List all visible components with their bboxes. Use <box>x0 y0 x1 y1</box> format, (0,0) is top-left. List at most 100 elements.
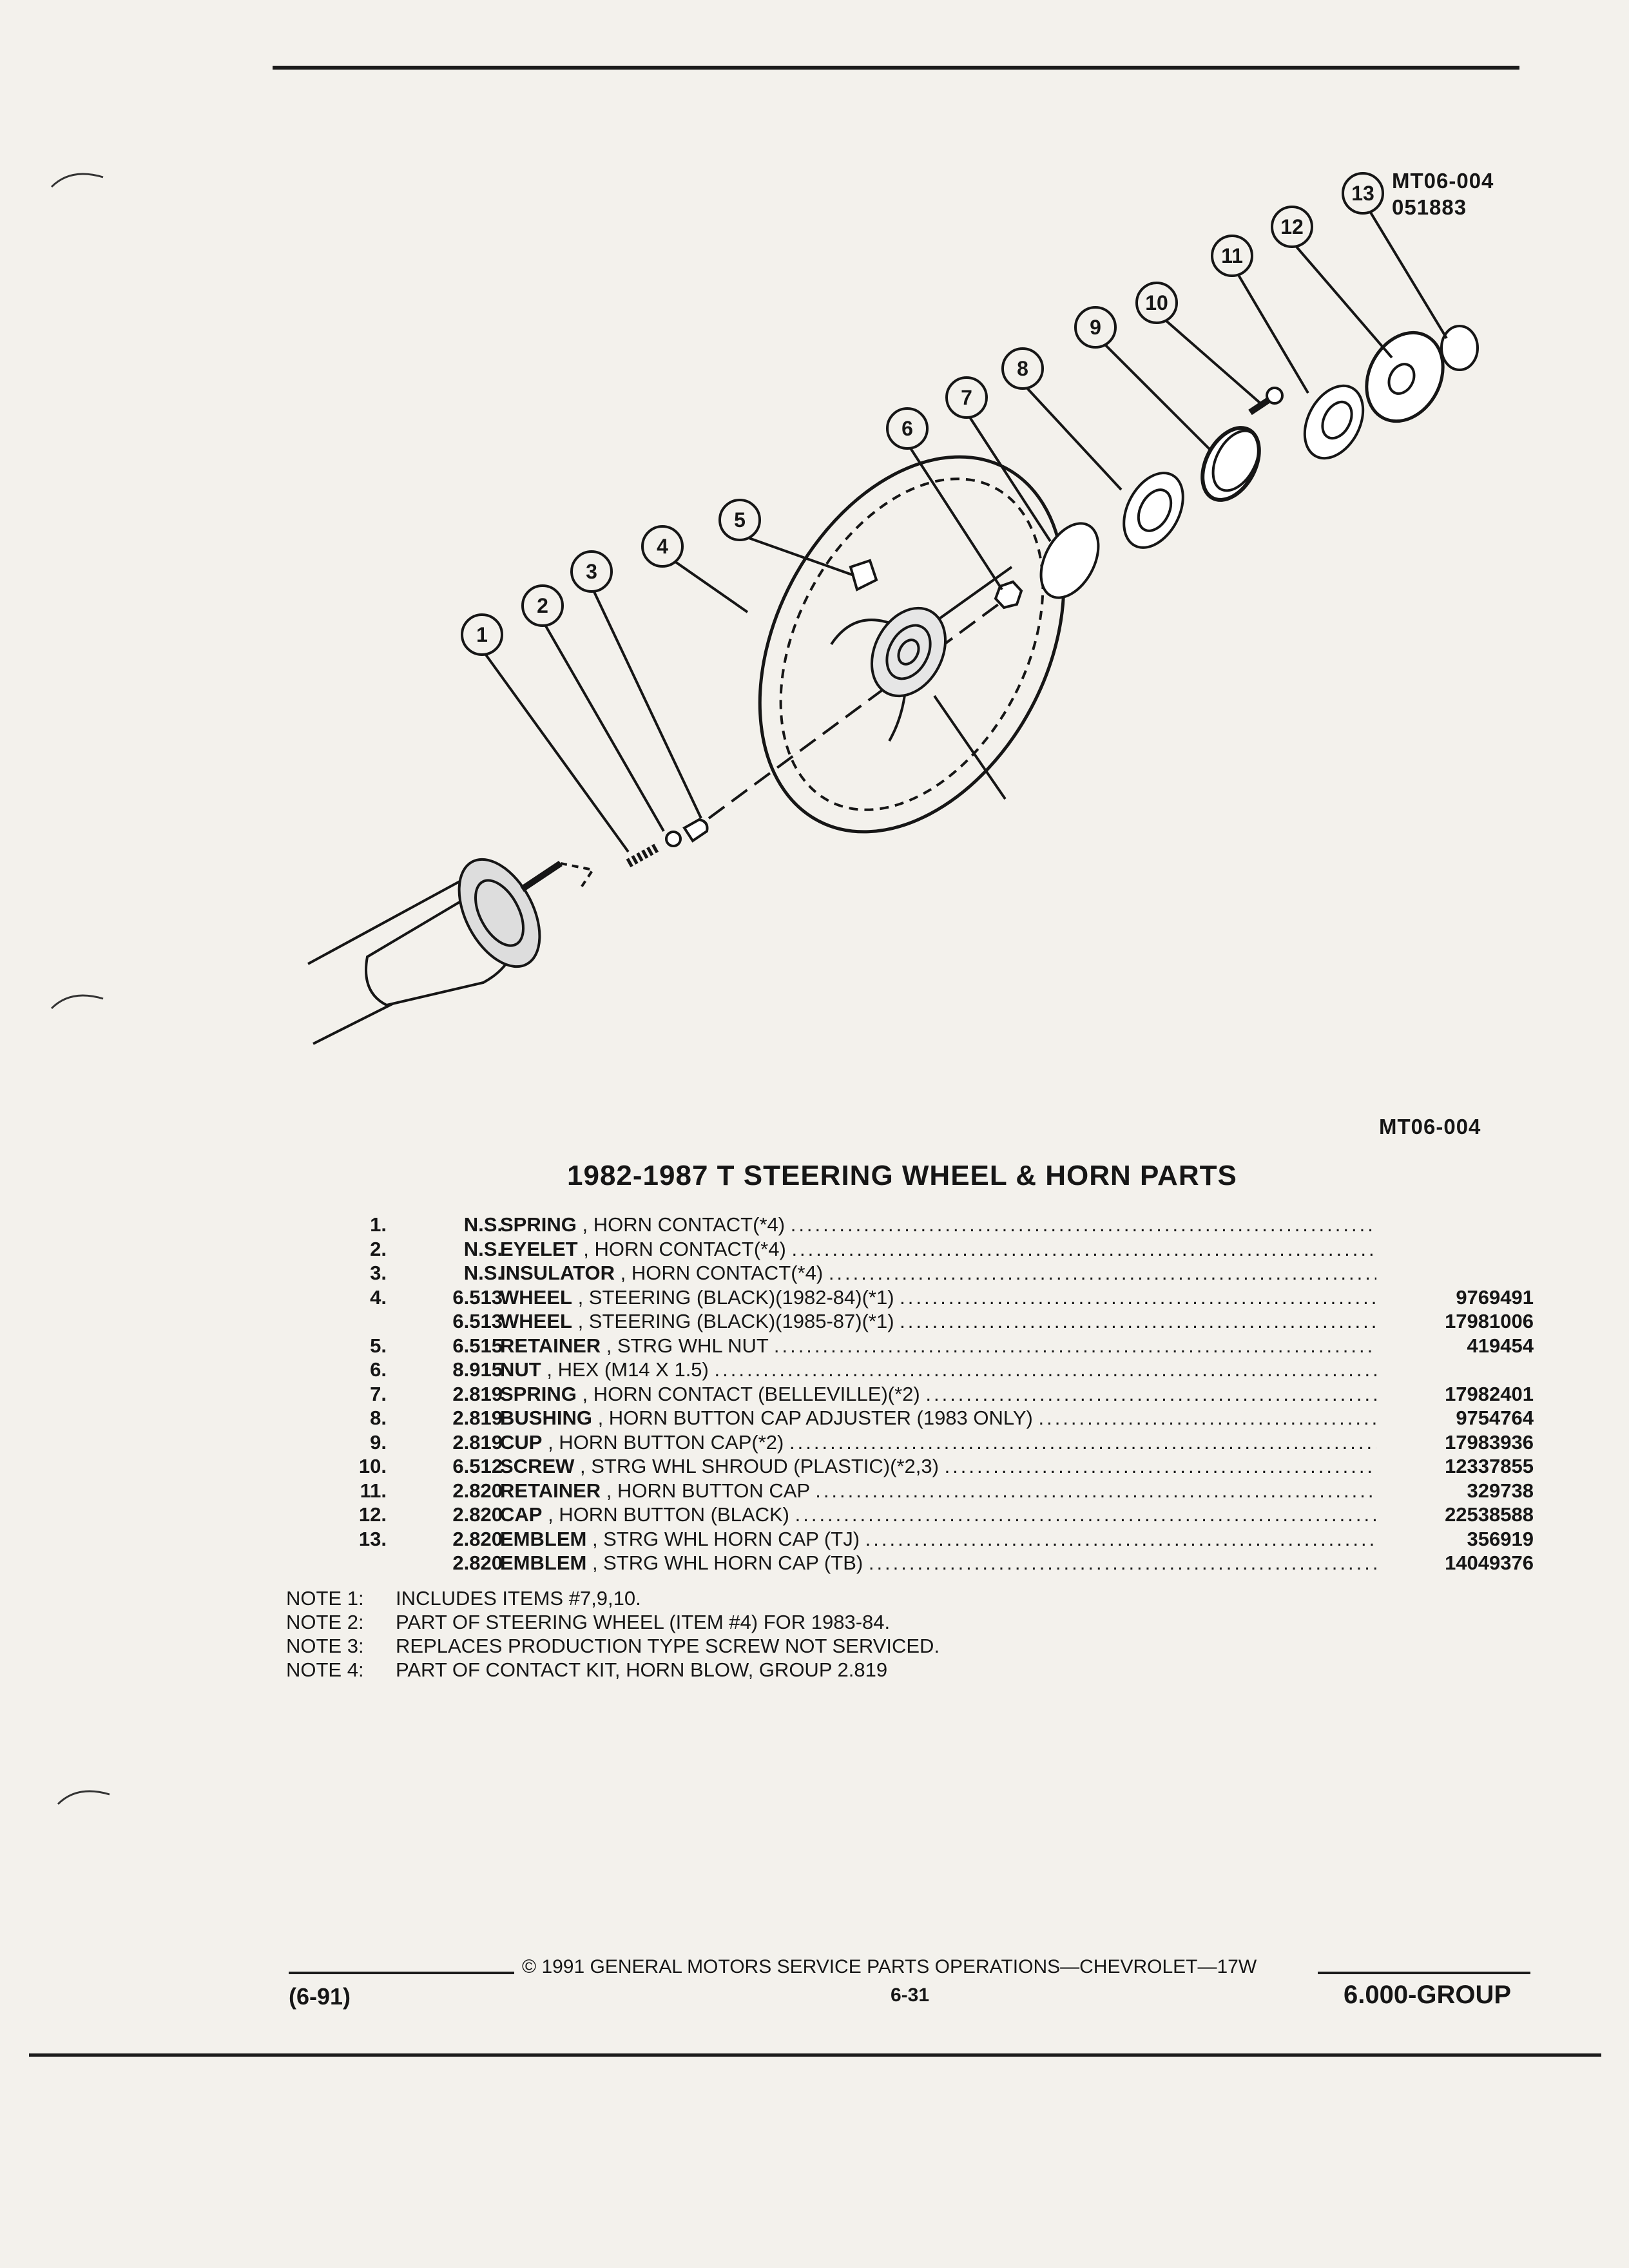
figure-ref-bottom: MT06-004 <box>1379 1115 1481 1139</box>
callout-4: 4 <box>657 535 668 558</box>
item-number: 12. <box>358 1503 387 1526</box>
copyright: © 1991 GENERAL MOTORS SERVICE PARTS OPER… <box>522 1956 1257 1977</box>
part-detail: , HORN BUTTON CAP ADJUSTER (1983 ONLY) <box>597 1407 1033 1429</box>
callout-1: 1 <box>476 623 488 646</box>
part-description: SPRING , HORN CONTACT (BELLEVILLE)(*2) .… <box>500 1382 1376 1407</box>
callout-12: 12 <box>1280 215 1304 238</box>
group-number: 6.000-GROUP <box>1344 1981 1512 2009</box>
part-name: SPRING <box>500 1382 577 1405</box>
leader-dots: ........................................… <box>900 1285 1376 1309</box>
parts-row: 3.N.S.INSULATOR , HORN CONTACT(*4) .....… <box>335 1261 1534 1285</box>
group-code: 6.513 <box>452 1285 503 1309</box>
part-detail: , HORN CONTACT(*4) <box>582 1213 786 1236</box>
part-name: SCREW <box>500 1455 575 1477</box>
horn-contact-parts <box>626 818 709 868</box>
callout-7: 7 <box>961 386 972 409</box>
callout-11: 11 <box>1221 244 1243 267</box>
revision-date: (6-91) <box>289 1983 351 2010</box>
note-text: PART OF STEERING WHEEL (ITEM #4) FOR 198… <box>396 1611 891 1633</box>
part-name: RETAINER <box>500 1479 601 1502</box>
leader-dots: ........................................… <box>795 1503 1376 1526</box>
parts-row: 1.N.S.SPRING , HORN CONTACT(*4) ........… <box>335 1213 1534 1237</box>
callout-6: 6 <box>901 417 913 440</box>
callout-13: 13 <box>1351 182 1374 205</box>
part-detail: , STRG WHL HORN CAP (TJ) <box>592 1527 860 1550</box>
group-code: N.S. <box>463 1237 503 1260</box>
callout-8: 8 <box>1017 357 1028 380</box>
note-text: PART OF CONTACT KIT, HORN BLOW, GROUP 2.… <box>396 1658 888 1681</box>
leader-dots: ........................................… <box>815 1479 1376 1502</box>
part-name: EMBLEM <box>500 1552 587 1574</box>
leader-dots: ........................................… <box>828 1262 1376 1284</box>
part-description: CUP , HORN BUTTON CAP(*2) ..............… <box>500 1430 1376 1455</box>
part-description: RETAINER , STRG WHL NUT ................… <box>500 1334 1376 1358</box>
part-detail: , STRG WHL NUT <box>606 1334 769 1357</box>
part-description: INSULATOR , HORN CONTACT(*4) ...........… <box>500 1261 1376 1285</box>
part-number: 9754764 <box>1456 1407 1534 1429</box>
callout-10: 10 <box>1145 291 1168 314</box>
part-description: EMBLEM , STRG WHL HORN CAP (TB) ........… <box>500 1551 1376 1575</box>
group-code: 6.515 <box>452 1334 503 1357</box>
note: NOTE 2: PART OF STEERING WHEEL (ITEM #4) … <box>286 1610 1188 1634</box>
leader-lines <box>481 198 1448 853</box>
item-number: 4. <box>370 1285 387 1309</box>
bottom-rule <box>29 2053 1601 2057</box>
part-number: 9769491 <box>1456 1285 1534 1309</box>
part-number: 17983936 <box>1445 1430 1534 1454</box>
part-name: EYELET <box>500 1237 578 1260</box>
leader-dots: ........................................… <box>925 1382 1376 1405</box>
note: NOTE 3:REPLACES PRODUCTION TYPE SCREW NO… <box>286 1634 1188 1658</box>
callout-3: 3 <box>586 560 597 583</box>
part-detail: , HORN BUTTON CAP(*2) <box>548 1430 784 1454</box>
part-detail: , HEX (M14 X 1.5) <box>546 1358 709 1381</box>
exploded-diagram: 1 2 3 4 5 6 7 8 9 10 11 12 13 <box>307 172 1479 1045</box>
group-code: 6.512 <box>452 1455 503 1477</box>
leader-dots: ........................................… <box>789 1430 1376 1454</box>
part-detail: , HORN CONTACT(*4) <box>583 1237 786 1260</box>
part-name: SPRING <box>500 1213 577 1236</box>
page-title: 1982-1987 T STEERING WHEEL & HORN PARTS <box>567 1160 1237 1191</box>
part-detail: , STRG WHL HORN CAP (TB) <box>592 1552 863 1574</box>
part-description: WHEEL , STEERING (BLACK)(1982-84)(*1) ..… <box>500 1285 1376 1310</box>
item-number: 6. <box>370 1358 387 1381</box>
group-code: 2.820 <box>452 1527 503 1550</box>
binder-marks <box>50 173 110 1805</box>
retainer-part <box>849 559 878 591</box>
part-detail: , HORN BUTTON (BLACK) <box>548 1503 789 1526</box>
part-name: INSULATOR <box>500 1262 615 1284</box>
part-name: WHEEL <box>500 1285 572 1309</box>
parts-row: 2.N.S.EYELET , HORN CONTACT(*4) ........… <box>335 1237 1534 1262</box>
group-code: 2.820 <box>452 1503 503 1526</box>
leader-dots: ........................................… <box>714 1358 1377 1381</box>
note-label: NOTE 1: <box>286 1587 364 1610</box>
callout-9: 9 <box>1090 316 1101 339</box>
part-description: EYELET , HORN CONTACT(*4) ..............… <box>500 1237 1376 1262</box>
note: NOTE 4:PART OF CONTACT KIT, HORN BLOW, G… <box>286 1658 1188 1682</box>
group-code: 6.513 <box>452 1310 503 1332</box>
top-rule <box>273 66 1519 70</box>
emblem-part <box>1440 325 1479 371</box>
group-code: 2.819 <box>452 1382 503 1405</box>
note-label: NOTE 2: <box>286 1611 364 1633</box>
parts-list: 1.N.S.SPRING , HORN CONTACT(*4) ........… <box>335 1213 1534 1575</box>
group-code: 2.819 <box>452 1430 503 1454</box>
callout-2: 2 <box>537 594 548 617</box>
figure-ref-top: MT06-004 <box>1392 169 1494 193</box>
part-name: RETAINER <box>500 1334 601 1357</box>
steering-column <box>307 858 595 1045</box>
part-detail: , STEERING (BLACK)(1982-84)(*1) <box>577 1285 894 1309</box>
part-number: 12337855 <box>1445 1455 1534 1477</box>
part-detail: , HORN BUTTON CAP <box>606 1479 810 1502</box>
group-code: N.S. <box>463 1213 503 1236</box>
note: NOTE 1:INCLUDES ITEMS #7,9,10. <box>286 1586 1188 1610</box>
part-description: WHEEL , STEERING (BLACK)(1985-87)(*1) ..… <box>500 1309 1376 1334</box>
leader-dots: ........................................… <box>1038 1407 1376 1429</box>
